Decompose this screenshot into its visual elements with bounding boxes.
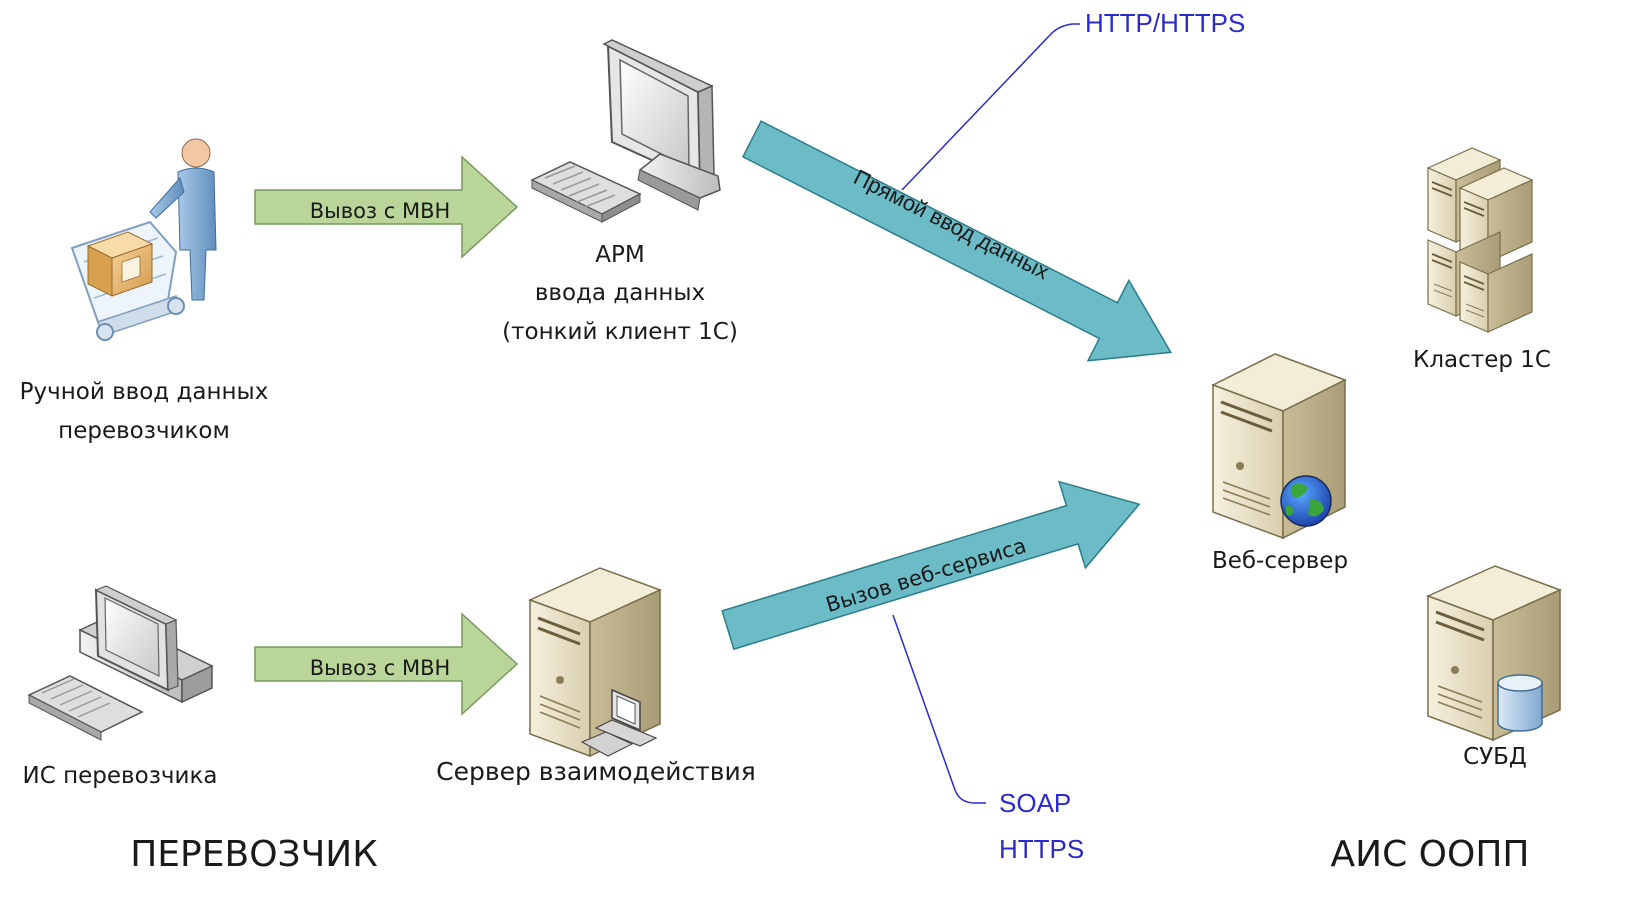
arrow-web-service [721,480,1141,651]
protocol-bottom-label-line2: HTTPS [999,834,1084,864]
ais-group-label: АИС ООПП [1331,834,1530,875]
manual-input-label-line1: Ручной ввод данных [20,379,269,405]
arrow-top-green [254,155,519,259]
keyboard-icon [530,161,642,223]
manual-input-label-line2: перевозчиком [58,418,230,444]
database-icon [1497,674,1543,732]
protocol-bottom-leader [892,614,986,804]
desktop-computer-icon [27,585,214,741]
cluster-servers-icon [1426,147,1534,333]
protocol-top-label: HTTP/HTTPS [1085,8,1245,38]
interaction-server-icon [528,567,662,758]
carrier-group-label: ПЕРЕВОЗЧИК [130,834,378,875]
globe-icon [1280,475,1332,527]
arm-label-line3: (тонкий клиент 1С) [502,319,738,345]
web-server-label: Веб-сервер [1212,548,1348,574]
arrow-top-green-label: Вывоз с МВН [310,199,451,223]
protocol-bottom-label-line1: SOAP [999,788,1071,818]
dbms-label: СУБД [1463,744,1527,770]
protocol-top-leader [901,23,1080,191]
arrow-bottom-green-label: Вывоз с МВН [310,656,451,680]
cluster-label: Кластер 1С [1413,347,1551,373]
arm-label-line2: ввода данных [535,280,705,306]
person-with-cart-icon [70,138,217,341]
arrow-bottom-green [254,612,519,716]
interaction-server-label: Сервер взаимодействия [436,757,756,786]
arm-label-line1: АРМ [595,242,644,268]
arrow-direct-input [741,120,1173,362]
carrier-is-label: ИС перевозчика [23,763,218,789]
workstation-monitor-icon [602,39,721,211]
